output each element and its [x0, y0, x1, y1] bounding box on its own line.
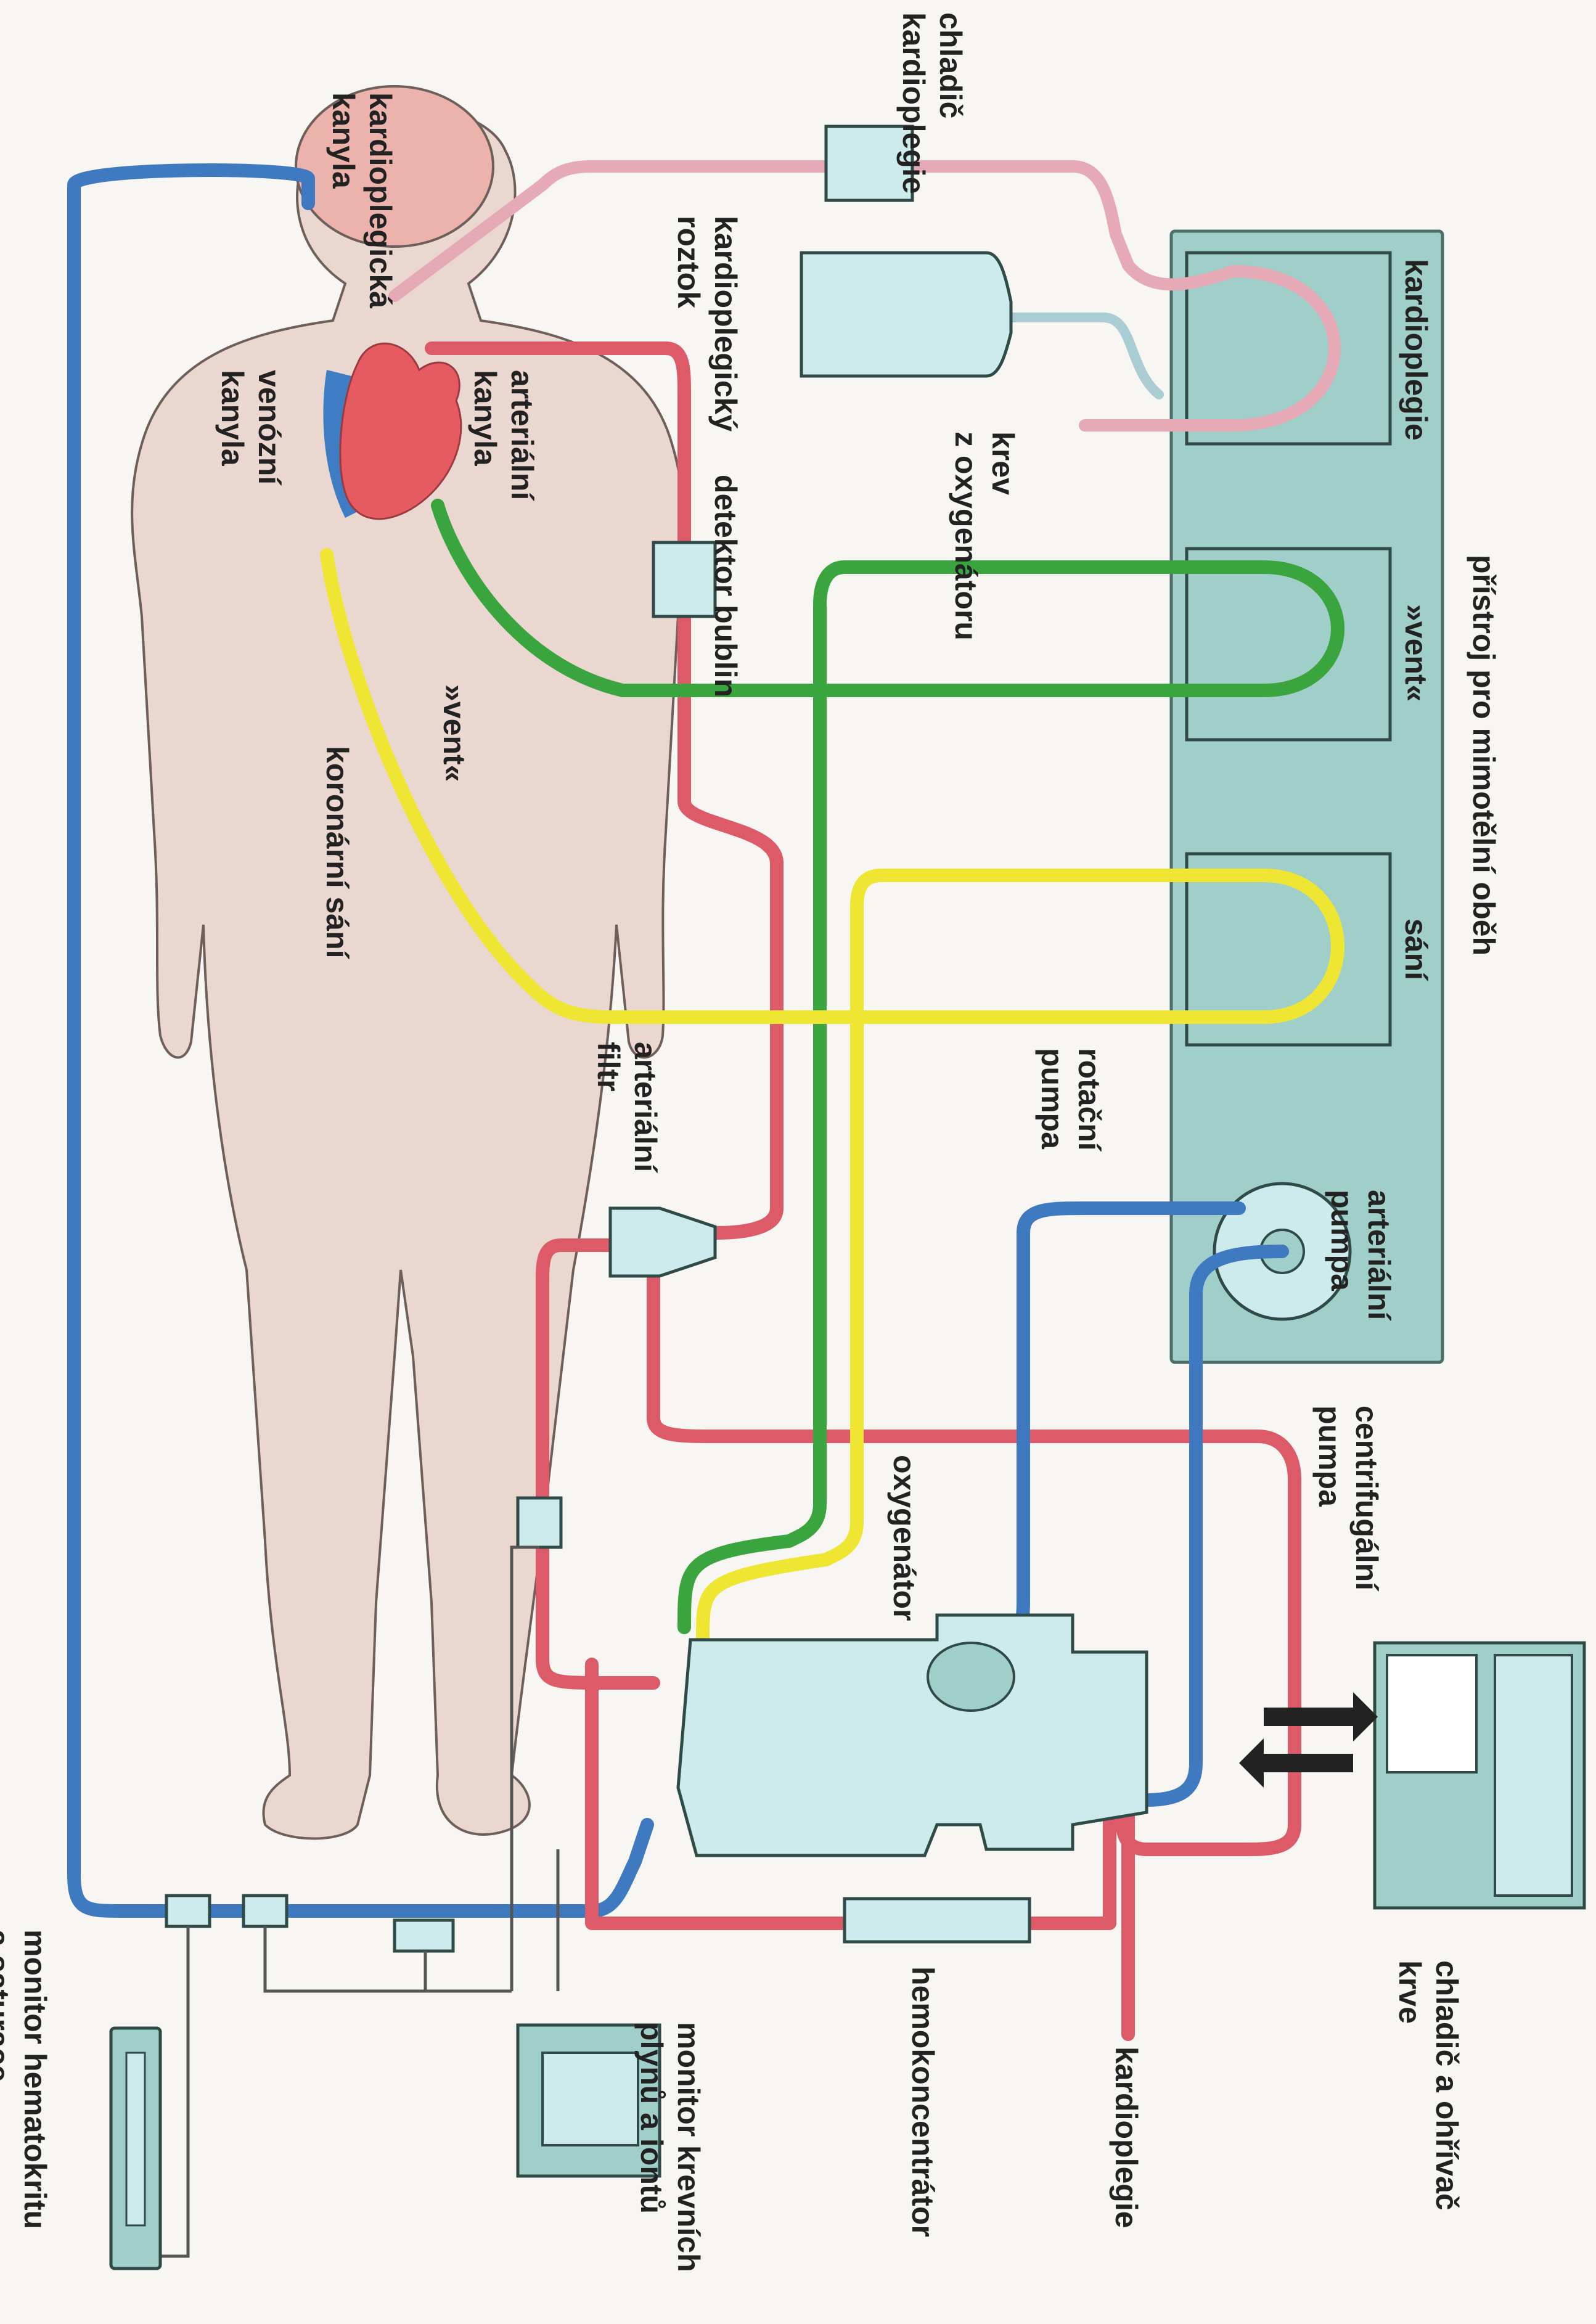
arrow-right-icon: [1264, 1692, 1378, 1741]
label-arterialni-filtr: arteriální filtr: [591, 1042, 663, 1180]
arterial-line-from-pump: [647, 1263, 1301, 1856]
arterial-sensor: [516, 1496, 563, 1549]
heat-exchange-arrows: [1239, 1692, 1378, 1788]
label-arterialni-pumpa: arteriální pumpa: [1325, 1190, 1396, 1328]
label-vent: »vent«: [437, 684, 472, 782]
venous-sensor-1: [165, 1894, 211, 1928]
hematocrit-monitor-screen: [125, 2052, 146, 2227]
hemoconcentrator: [843, 1897, 1031, 1944]
head: [295, 85, 494, 248]
label-pump-vent: »vent«: [1399, 604, 1433, 702]
label-oxygenator: oxygenátor: [887, 1455, 922, 1621]
label-monitor-krevnich: monitor krevních plynů a iontů: [634, 2022, 706, 2281]
labels: kardioplegická kanyla chladič kardiopleg…: [0, 12, 1501, 2281]
venous-sensor-2: [242, 1894, 289, 1928]
bypass-machine-panel: [1169, 229, 1444, 1364]
heart: [323, 342, 462, 520]
cardioplegia-cooler: [824, 125, 914, 202]
heater-compartment: [1494, 1654, 1573, 1897]
label-pristroj: přístroj pro mimotělní oběh: [1467, 555, 1501, 955]
arterial-line-to-filter: [536, 1238, 660, 1690]
oxygenator: [676, 1613, 1148, 1857]
wire-gases-3: [510, 1545, 539, 1991]
label-kardioplegicky-roztok: kardioplegický roztok: [671, 216, 743, 440]
arterial-line: [425, 342, 784, 1240]
cardioplegia-line: [388, 160, 1341, 432]
label-chladic-ohrivac: chladič a ohřívač krve: [1393, 1960, 1464, 2219]
label-detektor-bublin: detektor bublin: [708, 475, 743, 697]
suction-line: [320, 548, 1344, 1647]
centrifugal-to-oxygenator-line: [1078, 1245, 1289, 1807]
label-krev-z-oxygenatoru: krev z oxygenátoru: [949, 432, 1020, 640]
blood-gas-monitor-screen: [541, 2052, 639, 2146]
label-kardioplegicka-kanyla: kardioplegická kanyla: [326, 92, 398, 317]
arrow-left-icon: [1239, 1738, 1353, 1788]
roller-pump-vent: [1185, 547, 1392, 742]
wire-gases-1: [263, 1926, 512, 1993]
pump-box-vent: [1185, 547, 1392, 742]
label-centrifugalni-pumpa: centrifugální pumpa: [1312, 1405, 1384, 1599]
label-monitor-hematokritu: monitor hematokritu a saturace: [0, 1929, 52, 2238]
vent-line: [431, 499, 1344, 1634]
label-kardioplegie-bottom: kardioplegie: [1109, 2047, 1144, 2228]
label-koronarni-sani: koronární sání: [320, 746, 354, 960]
label-pump-sani: sání: [1399, 919, 1433, 981]
label-hemokoncentrator: hemokoncentrátor: [906, 1966, 940, 2237]
label-venozni-kanyla: venózní kanyla: [215, 370, 287, 493]
arterial-filter: [608, 1206, 717, 1278]
label-pump-kardioplegie: kardioplegie: [1399, 259, 1433, 441]
heart-arterial-part: [339, 342, 462, 520]
venous-sensor-3: [393, 1918, 455, 1953]
label-rotacni-pumpa: rotační pumpa: [1035, 1048, 1107, 1160]
wire-hematocrit: [160, 1926, 190, 2258]
cardioplegic-solution-bag: [800, 251, 1013, 378]
label-arterialni-kanyla: arteriální kanyla: [468, 370, 539, 509]
oxygenator-chamber: [927, 1642, 1015, 1712]
monitor-wires: [160, 1545, 560, 2258]
venous-line: [67, 163, 654, 1918]
label-chladic-kardioplegie: chladič kardioplegie: [896, 12, 968, 194]
cardioplegic-solution-line: [1006, 313, 1164, 399]
cooler-ice-compartment: [1386, 1654, 1478, 1774]
bubble-detector: [652, 541, 717, 618]
tubing: [67, 160, 1344, 2041]
